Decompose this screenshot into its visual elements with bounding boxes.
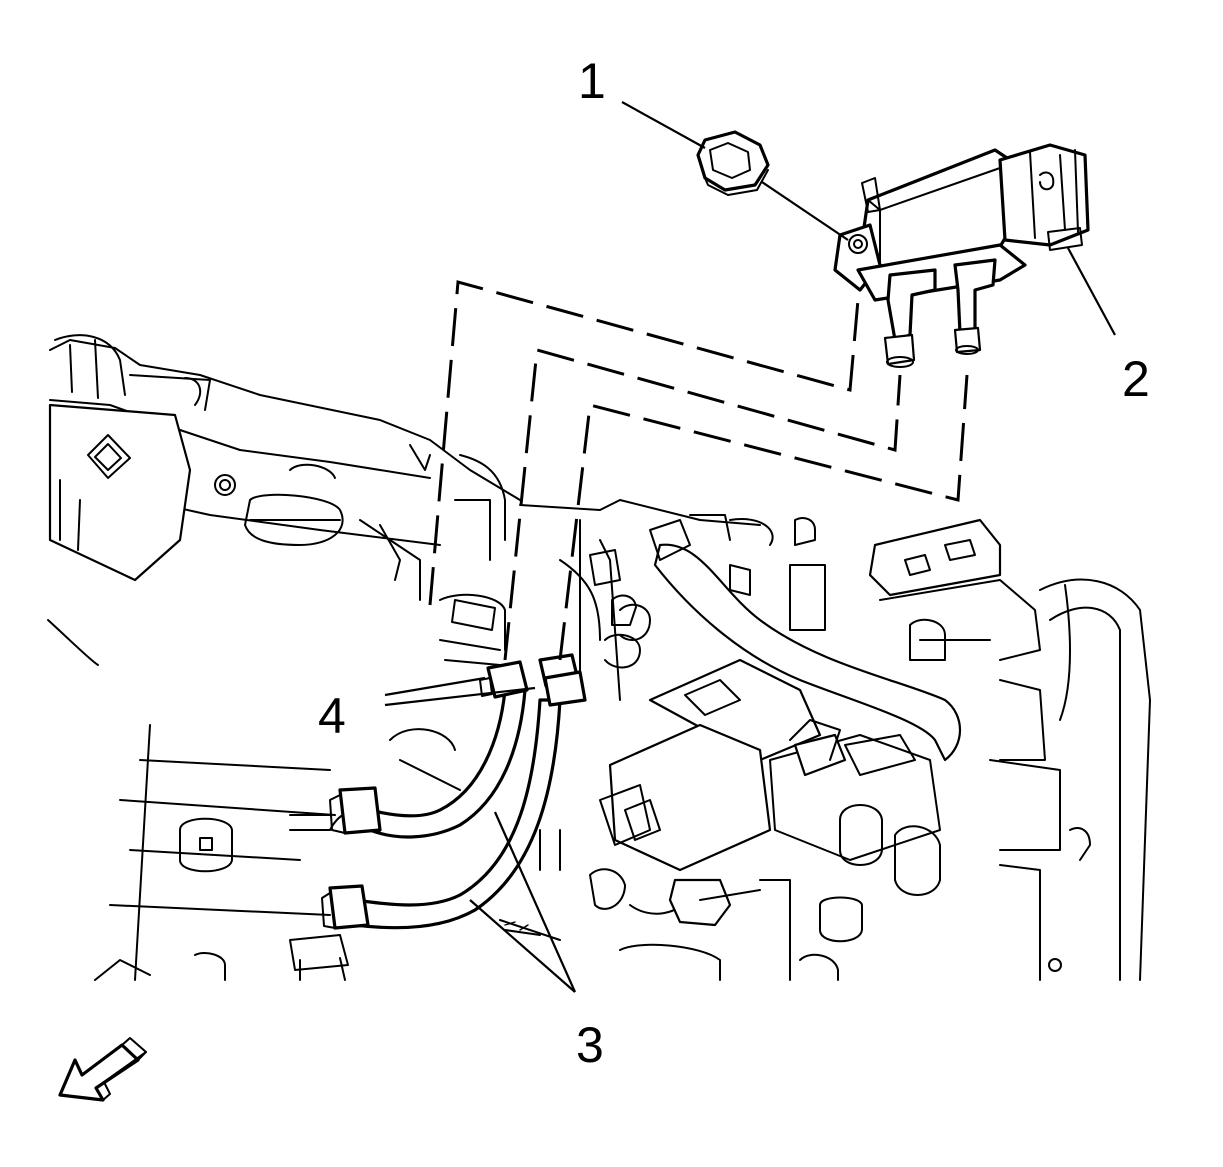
engine-background [47, 334, 1151, 981]
pressure-sensor [833, 143, 1090, 368]
callout-1: 1 [578, 53, 606, 109]
leader-3a [493, 811, 577, 993]
nut-to-sensor-line [761, 181, 849, 241]
callout-3: 3 [576, 1017, 604, 1073]
callout-2: 2 [1122, 351, 1150, 407]
leader-lines [384, 101, 1116, 993]
leader-4b [384, 686, 536, 707]
nut [696, 130, 770, 196]
connection-lines [428, 280, 969, 661]
clamp-spare [451, 599, 496, 631]
leader-3b [469, 899, 576, 993]
leader-4a [384, 676, 486, 697]
leader-2 [1067, 247, 1116, 336]
hose-end-fitting-upper [338, 786, 382, 835]
callout-4: 4 [318, 688, 346, 744]
leader-1 [621, 101, 706, 149]
forward-direction-arrow-icon [58, 1037, 147, 1102]
callouts: 1 2 3 4 [318, 53, 1150, 1073]
hose-end-fitting-lower [328, 884, 370, 930]
hoses-assembly [289, 688, 562, 930]
